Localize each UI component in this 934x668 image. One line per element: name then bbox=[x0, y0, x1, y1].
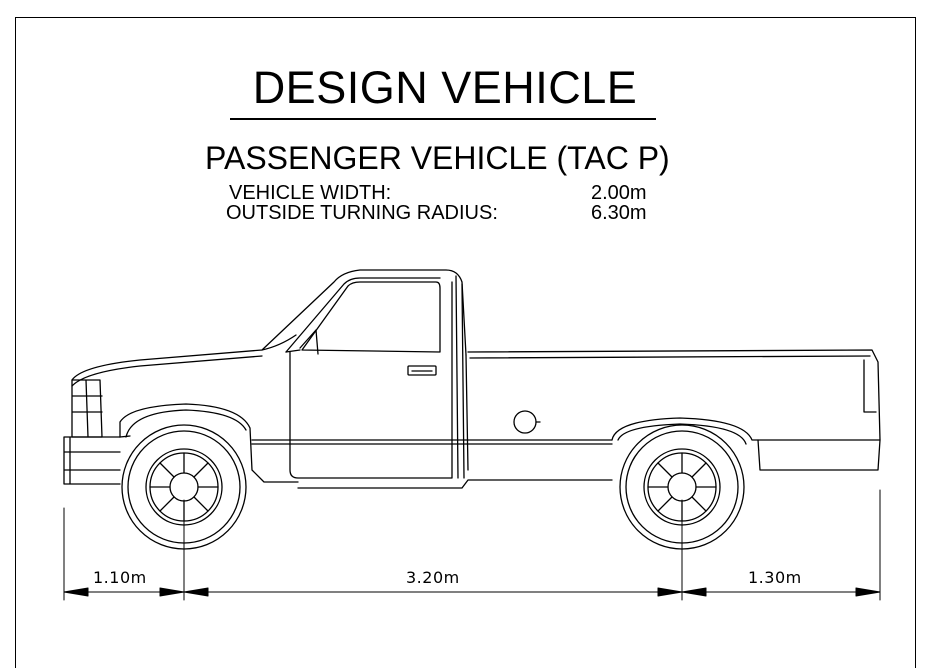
cab-roof bbox=[261, 269, 467, 356]
fuel-cap bbox=[513, 410, 537, 434]
front-fender bbox=[119, 403, 299, 483]
headlight bbox=[71, 379, 103, 438]
door bbox=[285, 281, 453, 479]
side-mirror bbox=[299, 329, 319, 355]
front-overhang-label: 1.10m bbox=[93, 568, 147, 587]
door-window bbox=[301, 281, 441, 353]
spec-value-turning-radius: 6.30m bbox=[591, 202, 647, 224]
rear-fender bbox=[611, 417, 881, 471]
truck-bed bbox=[467, 349, 881, 441]
truck-body bbox=[63, 269, 881, 489]
rear-overhang-label: 1.30m bbox=[748, 568, 802, 587]
drawing-frame bbox=[15, 17, 916, 668]
page-title: DESIGN VEHICLE bbox=[252, 62, 638, 113]
rocker-panel bbox=[297, 479, 613, 489]
spec-value-vehicle-width: 2.00m bbox=[591, 182, 647, 204]
hood bbox=[71, 334, 297, 387]
spec-label-turning-radius: OUTSIDE TURNING RADIUS: bbox=[226, 202, 498, 224]
title-underline bbox=[230, 118, 656, 120]
b-pillar bbox=[455, 275, 469, 479]
spec-label-vehicle-width: VEHICLE WIDTH: bbox=[229, 182, 392, 204]
dimension-lines bbox=[63, 489, 881, 601]
vehicle-subtitle: PASSENGER VEHICLE (TAC P) bbox=[205, 140, 670, 176]
body-side-line bbox=[119, 435, 613, 445]
door-handle bbox=[407, 365, 437, 376]
front-bumper bbox=[63, 436, 121, 485]
wheelbase-label: 3.20m bbox=[406, 568, 460, 587]
